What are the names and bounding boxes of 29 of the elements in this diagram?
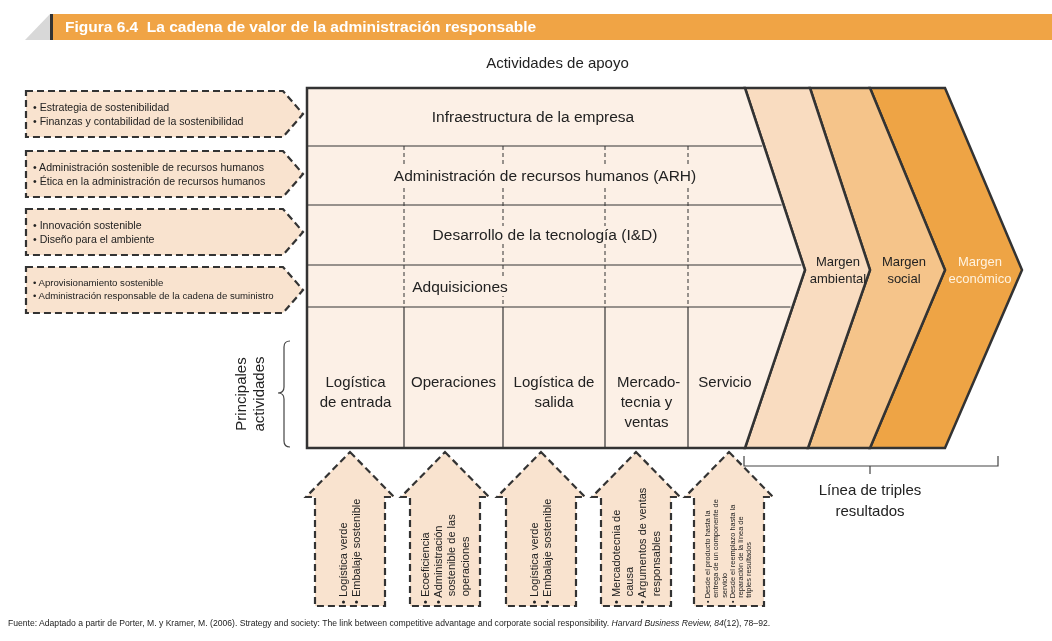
activity-label: Operaciones — [404, 372, 503, 392]
bullet-item: • Ecoeficiencia — [418, 531, 432, 604]
activity-label: Logística de salida — [503, 372, 605, 412]
margin-label: Margen social — [873, 253, 935, 287]
source-caption: Fuente: Adaptado a partir de Porter, M. y Kramer, M. (2006). Strategy and society: The link between competitive advantage and corporate social responsibility. Harvard Business Review, 84(12), 78–92. — [8, 618, 772, 628]
bullet-item: • Logística verde — [336, 521, 350, 604]
margin-label: Margen económico — [945, 253, 1015, 287]
axis-label: Principales actividades — [232, 355, 268, 434]
activity-label: Logística de entrada — [307, 372, 404, 412]
bullet-item: • Administración responsable de la cadena de suministro — [33, 290, 274, 303]
bullet-item: • Mercadotecnia de causa — [609, 508, 636, 604]
bracket-label: Línea de triples resultados — [817, 480, 923, 521]
section-heading: Actividades de apoyo — [485, 53, 630, 73]
bullet-item: • Logística verde — [527, 521, 541, 604]
figure-title: Figura 6.4 La cadena de valor de la administración responsable — [50, 14, 1052, 40]
bullet-item: • Embalaje sostenible — [541, 497, 554, 604]
bullet-item: • Estrategia de sostenibilidad — [33, 99, 171, 114]
activity-label: Mercado- tecnia y ventas — [605, 372, 688, 432]
bullet-item: • Administración sostenible de las operaciones — [431, 513, 472, 604]
bullet-item: • Ética en la administración de recursos humanos — [33, 174, 266, 189]
row-label: Adquisiciones — [409, 278, 511, 296]
activity-label: Servicio — [688, 372, 762, 392]
bullet-item: • Diseño para el ambiente — [33, 232, 155, 247]
bullet-item: • Embalaje sostenible — [350, 497, 363, 604]
bullet-item: • Administración sostenible de recursos humanos — [33, 159, 265, 174]
bullet-item: • Aprovisionamiento sostenible — [33, 277, 165, 290]
bullet-item: • Finanzas y contabilidad de la sostenibilidad — [33, 114, 244, 129]
bullet-item: • Innovación sostenible — [33, 217, 143, 232]
margin-label: Margen ambiental — [807, 253, 869, 287]
